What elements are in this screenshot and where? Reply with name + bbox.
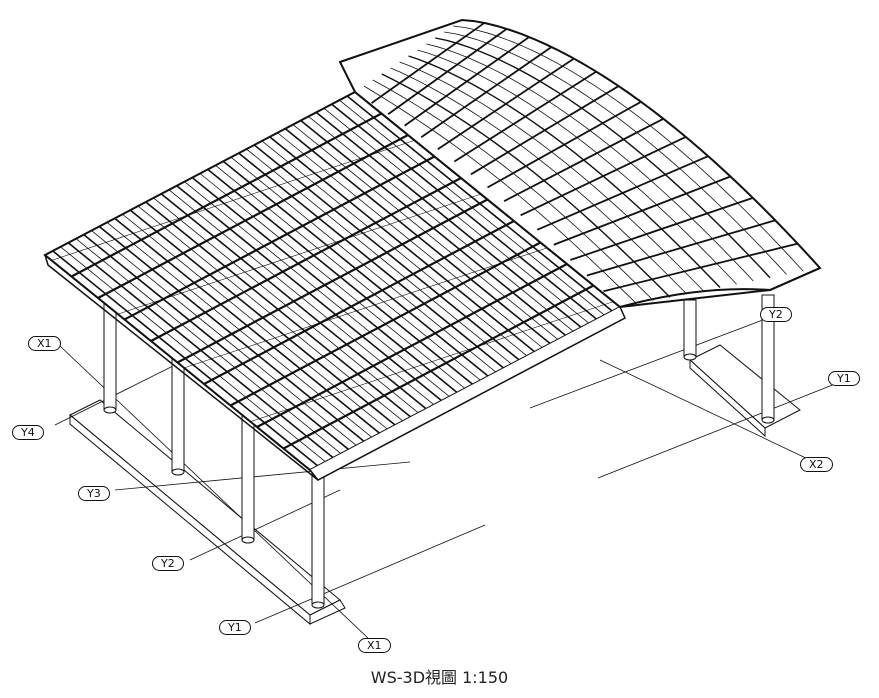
main-roof-frame xyxy=(43,90,626,481)
grid-label-y1-right: Y1 xyxy=(828,371,860,386)
column-base xyxy=(683,353,697,361)
roof-eave-beam xyxy=(309,306,626,481)
column xyxy=(683,299,697,358)
grid-label-y2-right: Y2 xyxy=(760,307,792,322)
roof-edge-beam xyxy=(44,254,319,481)
foundation-slabs xyxy=(69,344,801,626)
column-base xyxy=(241,536,255,544)
canopy-arch-beam xyxy=(619,267,821,308)
canopy-purlin xyxy=(444,31,787,275)
canopy-purlin xyxy=(381,73,671,298)
roof-brace xyxy=(117,193,481,315)
grid-label-x1-bottom: X1 xyxy=(358,638,391,653)
roof-rafter xyxy=(256,263,568,428)
canopy-purlin xyxy=(426,43,754,282)
grid-label-x2: X2 xyxy=(800,457,833,472)
roof-rafter xyxy=(123,155,436,321)
column-base xyxy=(311,601,325,609)
columns xyxy=(103,289,775,609)
column-base xyxy=(171,468,185,476)
grid-label-y1-left: Y1 xyxy=(219,620,251,635)
roof-brace xyxy=(51,140,415,261)
curved-canopy-frame xyxy=(338,18,822,309)
roof-rafter xyxy=(203,220,515,385)
roof-rafter xyxy=(176,198,489,364)
roof-rafter xyxy=(97,134,409,299)
canopy-purlin xyxy=(435,37,771,279)
canopy-purlin xyxy=(417,49,737,285)
grid-label-y2-left: Y2 xyxy=(152,556,184,571)
canopy-purlin xyxy=(363,85,637,305)
grid-label-y3: Y3 xyxy=(78,486,110,501)
roof-rafter xyxy=(150,177,462,342)
roof-rafter xyxy=(282,284,595,450)
roof-rafter xyxy=(70,112,383,278)
canopy-purlin xyxy=(453,25,804,272)
canopy-purlin xyxy=(408,55,721,288)
roof-rafter xyxy=(229,241,542,407)
canopy-outline xyxy=(338,18,822,309)
roof-brace xyxy=(184,247,548,369)
column-base xyxy=(761,416,775,424)
canopy-purlin xyxy=(399,61,704,292)
column-base xyxy=(103,406,117,414)
grid-label-x1-left: X1 xyxy=(28,336,61,351)
canopy-purlin xyxy=(372,79,654,301)
roof-brace xyxy=(250,301,614,422)
canopy-purlin xyxy=(390,67,687,295)
drawing-caption: WS-3D視圖 1:150 xyxy=(370,668,509,687)
grid-label-y4: Y4 xyxy=(12,425,44,440)
